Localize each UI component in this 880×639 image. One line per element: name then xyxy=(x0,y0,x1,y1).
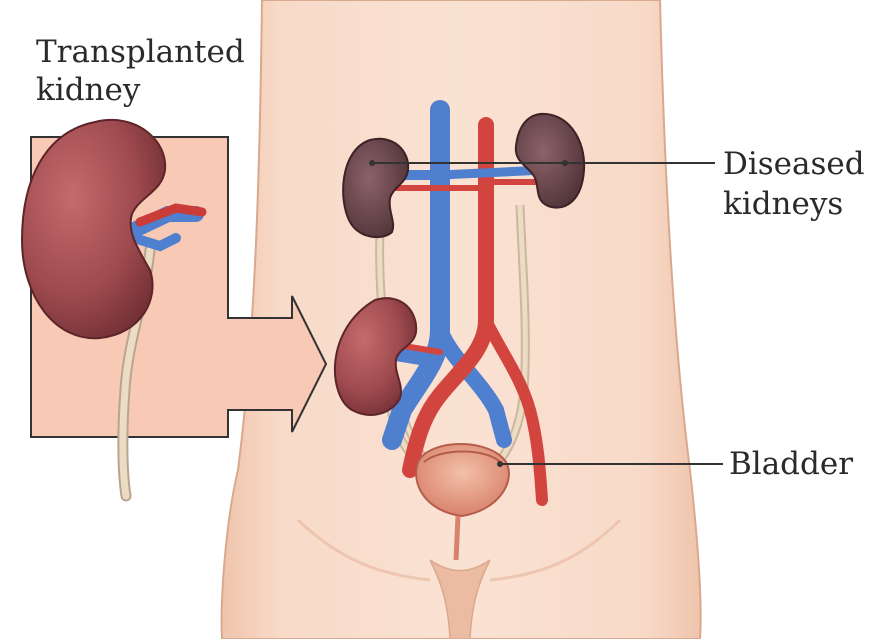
transplanted-kidney-inset xyxy=(20,119,328,502)
inset-kidney xyxy=(20,119,167,340)
label-transplanted-line1: Transplanted xyxy=(36,34,245,70)
label-diseased-line2: kidneys xyxy=(723,186,843,222)
label-diseased-line1: Diseased xyxy=(723,146,865,182)
label-transplanted-line2: kidney xyxy=(36,72,141,108)
bladder xyxy=(415,443,510,561)
diseased-kidney-right xyxy=(514,112,586,209)
blood-vessels xyxy=(382,100,548,506)
transplanted-kidney xyxy=(333,297,418,416)
leader-lines xyxy=(369,160,723,467)
label-bladder: Bladder xyxy=(729,446,853,482)
